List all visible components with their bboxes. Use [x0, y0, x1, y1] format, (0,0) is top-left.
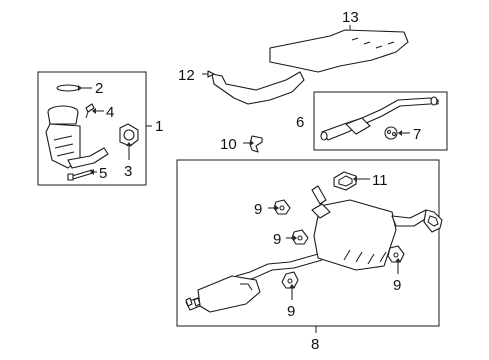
callout-3: 3: [124, 163, 132, 180]
callout-9d: 9: [287, 303, 295, 320]
catalytic-converter: [45, 105, 109, 169]
callout-9b: 9: [273, 231, 281, 248]
gasket-11: [333, 171, 357, 191]
callout-10: 10: [220, 136, 237, 153]
front-resonator: [185, 275, 261, 313]
callout-5: 5: [99, 165, 107, 182]
callout-11: 11: [372, 172, 388, 189]
callout-8: 8: [311, 336, 319, 353]
callout-12: 12: [178, 67, 195, 84]
callout-6: 6: [296, 114, 304, 131]
hanger-9d: [281, 271, 299, 289]
rear-muffler: [311, 185, 443, 271]
group-box-1: [37, 71, 147, 186]
heat-shield-13: [269, 29, 409, 73]
callout-9a: 9: [254, 201, 262, 218]
ring-gasket: [56, 84, 80, 92]
callout-4: 4: [106, 104, 114, 121]
bolt-4: [85, 103, 95, 119]
callout-9c: 9: [393, 277, 401, 294]
connecting-pipe: [235, 253, 323, 283]
hanger-9c: [387, 245, 405, 263]
hanger-7: [384, 126, 398, 140]
flange-gasket: [119, 123, 139, 147]
callout-1: 1: [155, 118, 163, 135]
callout-2: 2: [95, 80, 103, 97]
callout-13: 13: [342, 9, 359, 26]
group-box-6: [313, 91, 448, 151]
intermediate-pipe: [320, 96, 439, 141]
bolt-5: [67, 169, 94, 181]
group-box-8: [176, 159, 440, 327]
heat-shield-12: [211, 71, 305, 105]
callout-7: 7: [413, 126, 421, 143]
